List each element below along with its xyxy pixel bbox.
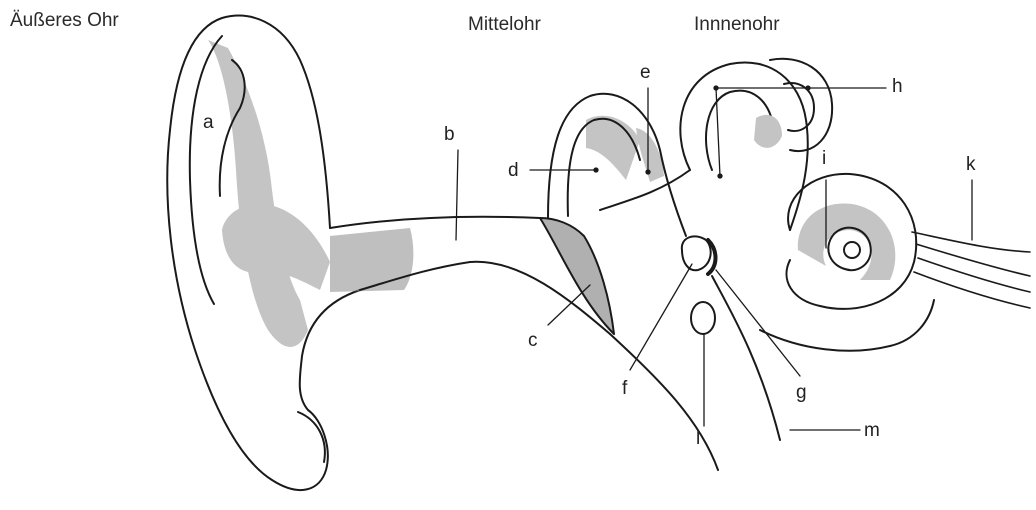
cochlea-center (844, 242, 860, 258)
label-g: g (796, 382, 807, 404)
label-c: c (528, 330, 538, 352)
label-k: k (966, 154, 976, 176)
header-outer-ear: Äußeres Ohr (10, 10, 119, 32)
label-m: m (864, 420, 880, 442)
helix-inner (190, 36, 222, 304)
cochlea-spiral (828, 228, 870, 271)
canal-upper-wall (330, 217, 540, 228)
label-b: b (444, 124, 455, 146)
earlobe (298, 412, 325, 462)
cochlea (760, 174, 934, 351)
header-middle-ear: Mittelohr (468, 14, 541, 36)
label-e: e (640, 62, 651, 84)
label-f: f (622, 378, 627, 400)
tube-outer (610, 334, 718, 470)
semicircular-canals (548, 59, 832, 230)
label-l: l (696, 428, 700, 450)
header-inner-ear: Innnenohr (694, 14, 780, 36)
incus (682, 236, 711, 270)
ossicles (660, 150, 716, 334)
eardrum (540, 218, 614, 334)
lateral-canal-inner (784, 83, 814, 131)
h-shading (754, 115, 782, 148)
tube-inner (712, 276, 780, 440)
malleus (660, 150, 686, 236)
auditory-nerve (912, 232, 1030, 308)
vestibule-wall (600, 170, 690, 210)
round-window (691, 302, 715, 334)
label-a: a (203, 112, 214, 134)
label-i: i (822, 148, 826, 170)
auricle-shading (208, 40, 308, 347)
cochlea-base (760, 300, 934, 351)
canal-shading (330, 228, 413, 292)
label-d: d (508, 160, 519, 182)
label-h: h (892, 76, 903, 98)
canal-e-shading (636, 128, 664, 182)
